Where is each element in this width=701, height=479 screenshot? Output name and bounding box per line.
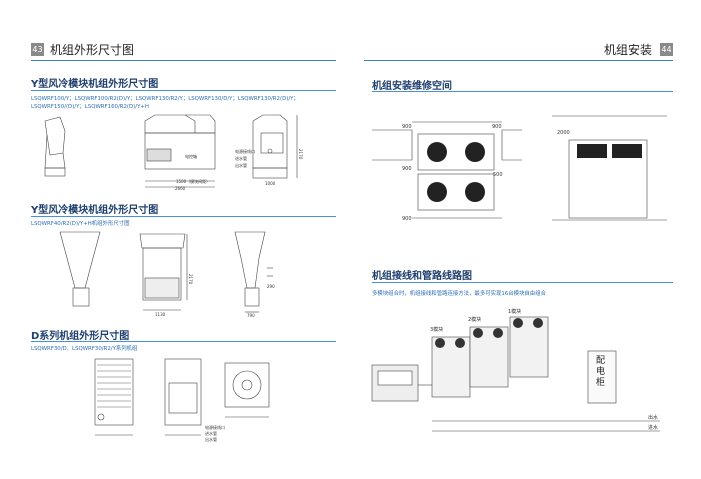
pipe-label: 进水 bbox=[648, 424, 658, 431]
drawing-label: 出水管 bbox=[235, 162, 247, 168]
dim-label: 900 bbox=[402, 124, 412, 130]
unit-label: 3模块 bbox=[430, 326, 443, 333]
section-heading-y-module-2: Y型风冷模块机组外形尺寸图 bbox=[31, 205, 159, 216]
section-heading-wiring: 机组接线和管路线路图 bbox=[372, 271, 472, 282]
pipe-label: 出水 bbox=[648, 414, 658, 421]
right-top-rule bbox=[364, 60, 673, 61]
section-heading-y-module: Y型风冷模块机组外形尺寸图 bbox=[31, 79, 159, 90]
dim-label: 2660 bbox=[175, 186, 186, 191]
model-list-line1: LSQWRF100/Y；LSQWRF100/R2(D)/Y；LSQWRF130/… bbox=[31, 96, 299, 102]
left-page-number: 43 bbox=[31, 43, 44, 56]
drawing-label: 进水管 bbox=[205, 430, 217, 436]
section-rule bbox=[31, 341, 336, 342]
d-series-drawings: 电源接线口 进水管 出水管 bbox=[94, 358, 270, 442]
y-module-drawings: 1500（模块间距） 2660 2170 1000 电控箱 电源接线口 进水管 … bbox=[44, 114, 303, 191]
wiring-diagram: 3模块 2模块 1模块 出水 进水 bbox=[371, 308, 660, 432]
section-heading-d-series: D系列机组外形尺寸图 bbox=[31, 331, 130, 342]
dim-label: 2170 bbox=[298, 149, 303, 160]
dim-label: 900 bbox=[402, 166, 412, 172]
dim-label: 2000 bbox=[557, 130, 570, 136]
dim-label: 790 bbox=[247, 313, 255, 318]
dim-label: 500 bbox=[493, 172, 503, 178]
dim-label: 1000 bbox=[265, 181, 276, 186]
left-top-rule bbox=[31, 60, 336, 61]
dim-label: 900 bbox=[402, 216, 412, 222]
dim-label: 900 bbox=[492, 124, 502, 130]
section-rule bbox=[31, 216, 336, 217]
unit-label: 2模块 bbox=[468, 316, 481, 323]
drawing-label: 进水管 bbox=[235, 155, 247, 161]
drawing-label: 出水管 bbox=[205, 436, 217, 442]
cabinet-label: 配 电 柜 bbox=[596, 356, 606, 388]
model-list-line2: LSQWRF150/(D)/Y；LSQWRF160/R2(D)/Y+H bbox=[31, 104, 149, 110]
right-page-number: 44 bbox=[660, 43, 673, 56]
section-rule bbox=[372, 282, 673, 283]
drawing-label: 电源接线口 bbox=[205, 424, 225, 430]
dim-label: 1500（模块间距） bbox=[176, 178, 210, 184]
section-heading-install-space: 机组安装维修空间 bbox=[372, 81, 452, 92]
model-list-line1: LSQWRF30/D、LSQWRF30/R2/Y系列机组 bbox=[31, 346, 138, 352]
section-rule bbox=[372, 91, 673, 92]
drawing-label: 电源接线口 bbox=[235, 148, 255, 154]
dim-label: 290 bbox=[267, 284, 275, 289]
left-page-title: 机组外形尺寸图 bbox=[50, 43, 135, 57]
dim-label: 1130 bbox=[155, 312, 166, 317]
y40-drawings: 2170 1130 790 290 bbox=[59, 231, 275, 318]
wiring-note: 多模块组合时，机组接线和管路连接方法，最多可实现16台模块自由组合 bbox=[372, 291, 546, 297]
section-rule bbox=[31, 90, 336, 91]
dim-label: 2170 bbox=[188, 274, 193, 285]
drawing-label: 电控箱 bbox=[185, 153, 197, 159]
right-page-title: 机组安装 bbox=[604, 43, 653, 57]
install-space-diagram: 900 900 900 500 900 2000 bbox=[372, 115, 667, 222]
model-list-line1: LSQWRF40/R2(D)/Y+H机组外形尺寸图 bbox=[31, 221, 130, 227]
unit-label: 1模块 bbox=[508, 308, 521, 315]
